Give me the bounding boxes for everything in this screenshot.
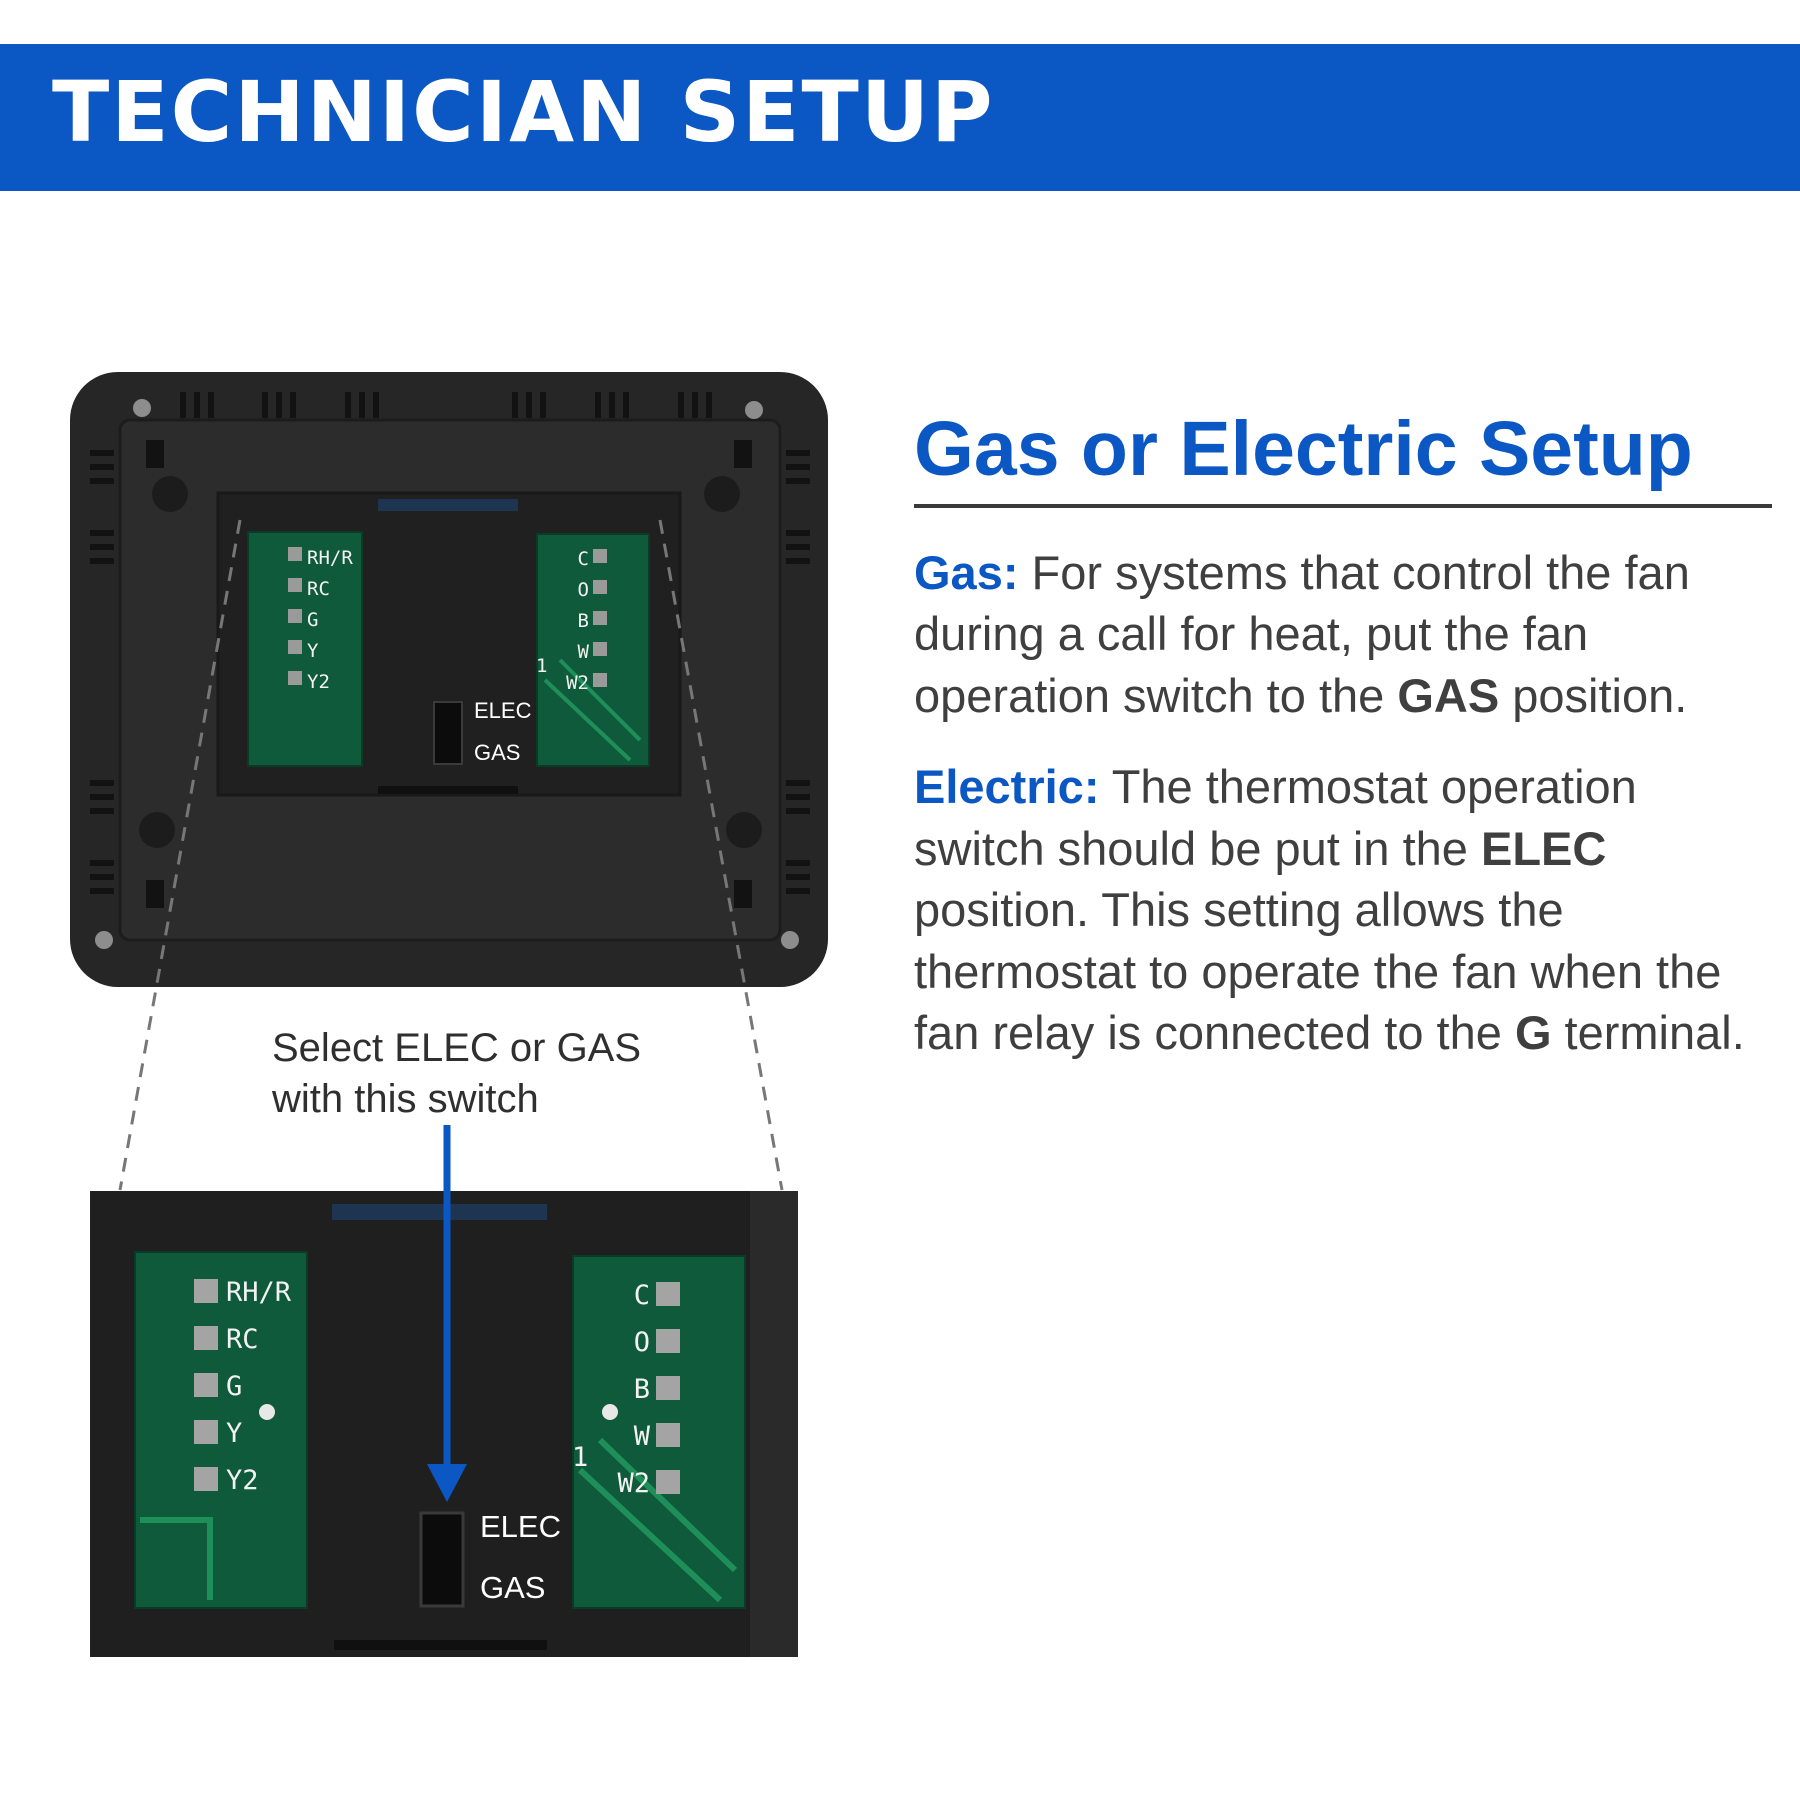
- mounting-slot: [146, 880, 164, 908]
- switch-label-elec-small: ELEC: [474, 698, 532, 723]
- title-divider: [914, 503, 1772, 508]
- terminal-label-g: G: [226, 1371, 242, 1402]
- terminal-label-y2: Y2: [226, 1465, 259, 1496]
- electric-paragraph: Electric: The thermostat operation switc…: [914, 756, 1774, 1064]
- header-banner: [0, 44, 1800, 191]
- pcb-trace: [543, 658, 642, 762]
- mounting-hole: [704, 476, 740, 512]
- terminal-label-b-small: B: [578, 610, 589, 632]
- terminal-label-w-small: W: [578, 641, 590, 663]
- screw-icon: [95, 931, 113, 949]
- thermostat-illustration: RH/R RC G Y Y2 C O B W W2 1 ELEC GAS: [70, 372, 828, 1657]
- callout-line-1: Select ELEC or GAS: [272, 1026, 642, 1070]
- electric-text-3: terminal.: [1551, 1006, 1745, 1060]
- fan-switch-small: [433, 701, 463, 765]
- recess-strip-bottom: [378, 786, 518, 794]
- zoomed-pcb-trace: [140, 1437, 738, 1603]
- pcb-led-dot: [259, 1404, 275, 1420]
- vent-slots-top: [180, 392, 712, 418]
- switch-label-elec: ELEC: [480, 1509, 561, 1544]
- terminal-label-rhr: RH/R: [226, 1277, 292, 1308]
- switch-callout: Select ELEC or GAS with this switch: [272, 1023, 641, 1125]
- gas-emphasis: GAS: [1397, 668, 1500, 722]
- terminal-label-rc-small: RC: [307, 578, 330, 600]
- terminal-label-g-small: G: [307, 609, 318, 631]
- terminal-screws-right-small: [593, 549, 607, 687]
- switch-label-gas-small: GAS: [474, 740, 520, 765]
- thermostat-figure: RH/R RC G Y Y2 C O B W W2 1 ELEC GAS: [70, 372, 828, 1657]
- terminal-label-rc: RC: [226, 1324, 259, 1355]
- screw-icon: [781, 931, 799, 949]
- electric-text-2: position. This setting allows the thermo…: [914, 883, 1722, 1060]
- callout-line-2: with this switch: [272, 1077, 539, 1121]
- mounting-hole: [152, 476, 188, 512]
- terminal-label-y2-small: Y2: [307, 671, 330, 693]
- screw-icon: [745, 401, 763, 419]
- mounting-slot: [146, 440, 164, 468]
- terminal-label-y: Y: [226, 1418, 242, 1449]
- gas-lead: Gas:: [914, 545, 1019, 599]
- electric-terminal: G: [1514, 1006, 1552, 1060]
- terminal-label-w2-small: W2: [566, 672, 589, 694]
- terminal-screws-left: [194, 1279, 218, 1491]
- board-mark: 1: [572, 1442, 588, 1473]
- terminal-label-c-small: C: [578, 548, 589, 570]
- fan-switch: [419, 1511, 465, 1608]
- vent-slots-right: [786, 450, 810, 894]
- screw-icon: [133, 399, 151, 417]
- mounting-hole: [726, 812, 762, 848]
- terminal-label-o-small: O: [578, 579, 589, 601]
- terminal-label-w: W: [634, 1421, 651, 1452]
- switch-label-gas: GAS: [480, 1570, 545, 1605]
- terminal-label-o: O: [634, 1327, 650, 1358]
- terminal-board-left: [247, 531, 363, 767]
- zoomed-panel-edge: [750, 1191, 798, 1657]
- zoom-line-left: [118, 519, 242, 1191]
- electric-emphasis: ELEC: [1480, 821, 1607, 875]
- vent-slots-left: [90, 450, 114, 894]
- terminal-label-c: C: [634, 1280, 650, 1311]
- gas-text-2: position.: [1499, 668, 1688, 722]
- terminal-screws-left-small: [288, 547, 302, 685]
- zoomed-strip-bottom: [334, 1640, 547, 1650]
- recess-strip-top: [378, 499, 518, 511]
- terminal-label-w2: W2: [617, 1468, 650, 1499]
- pcb-led-dot: [602, 1404, 618, 1420]
- terminal-screws-right: [656, 1282, 680, 1494]
- zoom-line-right: [658, 519, 784, 1191]
- terminal-label-b: B: [634, 1374, 650, 1405]
- terminal-label-y-small: Y: [307, 640, 319, 662]
- electric-lead: Electric:: [914, 760, 1100, 814]
- gas-paragraph: Gas: For systems that control the fan du…: [914, 542, 1774, 727]
- zoomed-strip-top: [332, 1204, 547, 1220]
- arrow-down-icon: [427, 1464, 467, 1502]
- mounting-slot: [734, 880, 752, 908]
- mounting-slot: [734, 440, 752, 468]
- gas-text-1: For systems that control the fan during …: [914, 545, 1690, 722]
- section-title: Gas or Electric Setup: [914, 406, 1693, 492]
- terminal-label-rhr-small: RH/R: [307, 547, 353, 569]
- mounting-hole: [139, 812, 175, 848]
- page-title: TECHNICIAN SETUP: [52, 63, 995, 161]
- zoomed-board-left: [134, 1251, 308, 1609]
- setup-instructions: Gas or Electric Setup Gas: For systems t…: [914, 405, 1774, 1064]
- board-mark-small: 1: [536, 655, 547, 677]
- electric-text-1: The thermostat operation switch should b…: [914, 760, 1637, 875]
